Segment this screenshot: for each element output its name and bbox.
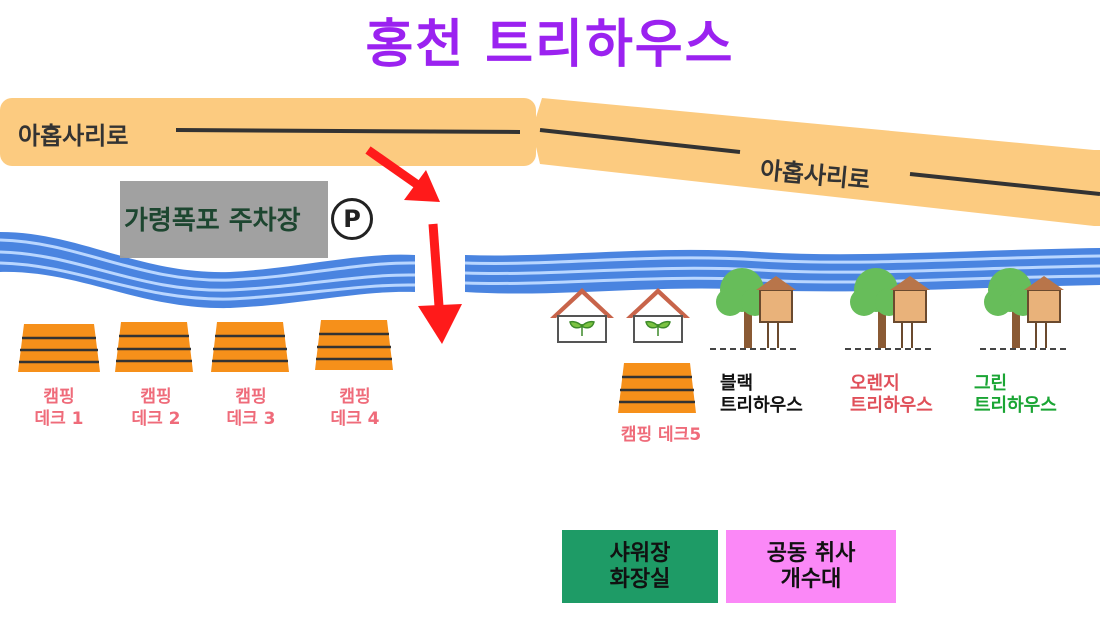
facility-label-line: 샤워장 [609,540,671,566]
deck-label-2: 캠핑 데크 2 [111,386,201,430]
deck-label-line: 데크 4 [330,409,380,429]
deck-label-1: 캠핑 데크 1 [14,386,104,430]
road-right [532,98,1100,226]
treehouse-label-line: 블랙 [720,373,754,394]
river-right [464,248,1100,294]
deck-label-4: 캠핑 데크 4 [310,386,400,430]
treehouse-label-green: 그린 트리하우스 [974,373,1057,417]
camping-deck-icon [18,324,100,372]
camping-deck-icon [211,322,289,372]
treehouse-icon [845,268,935,350]
deck-label-5: 캠핑 데크5 [620,425,702,445]
treehouse-label-orange: 오렌지 트리하우스 [850,373,933,417]
road-label-left: 아홉사리로 [18,122,129,150]
deck-label-line: 캠핑 [140,387,172,407]
parking-label: 가령폭포 주차장 [124,206,301,236]
camping-deck-icon [315,320,393,370]
greenhouse-icon [626,288,690,343]
facility-label-line: 화장실 [609,566,671,592]
camping-deck-icon [618,363,696,413]
treehouse-label-black: 블랙 트리하우스 [720,373,803,417]
deck-label-line: 데크 2 [131,409,181,429]
treehouse-label-line: 트리하우스 [850,395,933,416]
facility-label-line: 공동 취사 [766,540,856,566]
shower-restroom-box: 샤워장 화장실 [562,530,718,603]
river-left [0,232,416,309]
deck-label-line: 캠핑 [235,387,267,407]
deck-label-3: 캠핑 데크 3 [206,386,296,430]
direction-arrow-icon [365,146,462,344]
road-right-centerline-a [539,128,741,154]
greenhouse-icon [550,288,614,343]
parking-area [120,181,328,258]
deck-label-line: 데크 3 [226,409,276,429]
deck-label-line: 캠핑 [339,387,371,407]
treehouse-label-line: 오렌지 [850,373,900,394]
deck-label-line: 데크 1 [34,409,84,429]
road-left-centerline [175,128,521,134]
facility-label-line: 개수대 [780,566,842,592]
road-right-centerline-b [909,172,1100,196]
treehouse-label-line: 트리하우스 [974,395,1057,416]
treehouse-icon [710,268,800,350]
shared-kitchen-box: 공동 취사 개수대 [726,530,896,603]
parking-sign-icon: P [331,198,373,240]
treehouse-icon [980,268,1070,350]
deck-label-line: 캠핑 [43,387,75,407]
camping-deck-icon [115,322,193,372]
treehouse-label-line: 그린 [974,373,1008,394]
map-title: 홍천 트리하우스 [365,15,735,75]
treehouse-label-line: 트리하우스 [720,395,803,416]
